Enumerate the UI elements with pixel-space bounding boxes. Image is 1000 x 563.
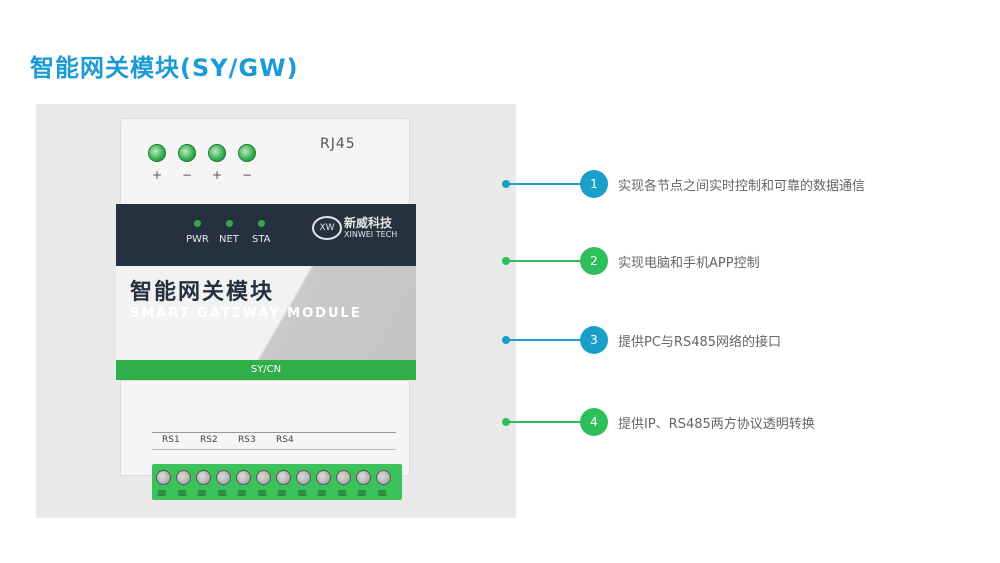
terminal-slot [198, 490, 206, 496]
terminal-group-label: RS1 [162, 435, 180, 445]
page-title: 智能网关模块(SY/GW) [30, 54, 299, 82]
brand-name-cn: 新威科技 [344, 216, 393, 230]
device-label-area: 智能网关模块 SMART GATEWAY MODULE [116, 266, 416, 360]
led-label-net: NET [219, 234, 239, 245]
led-label-pwr: PWR [186, 234, 209, 245]
connector-dot [502, 180, 510, 188]
feature-text: 提供IP、RS485两方协议透明转换 [618, 417, 815, 432]
terminal-slot [158, 490, 166, 496]
terminal-slot [258, 490, 266, 496]
feature-item: 3 提供PC与RS485网络的接口 [500, 325, 980, 355]
terminal-pin-row [152, 449, 396, 460]
polarity-label: + [152, 168, 163, 182]
feature-number-badge: 1 [580, 170, 608, 198]
feature-number-badge: 4 [580, 408, 608, 436]
device-green-band: SY/CN [116, 360, 416, 380]
terminal-slot [178, 490, 186, 496]
power-terminal-screw [148, 144, 166, 162]
device-top-housing: + − + − RJ45 [120, 118, 410, 214]
brand-name-en: XINWEI TECH [344, 230, 398, 239]
terminal-screw [216, 470, 231, 485]
terminal-screw [256, 470, 271, 485]
rs485-terminal-block [152, 464, 402, 500]
terminal-slot [298, 490, 306, 496]
feature-item: 1 实现各节点之间实时控制和可靠的数据通信 [500, 169, 980, 199]
product-photo: + − + − RJ45 PWR NET STA XW 新威科技 XINWEI … [36, 104, 516, 518]
polarity-label: − [242, 168, 253, 182]
connector-line [508, 421, 586, 423]
terminal-screw [336, 470, 351, 485]
device-front-panel: PWR NET STA XW 新威科技 XINWEI TECH [116, 204, 416, 266]
terminal-group-label: RS4 [276, 435, 294, 445]
device-bottom-housing: RS1 RS2 RS3 RS4 [120, 380, 410, 476]
terminal-slot [358, 490, 366, 496]
terminal-screw [176, 470, 191, 485]
product-name-cn: 智能网关模块 [130, 280, 275, 305]
feature-item: 2 实现电脑和手机APP控制 [500, 246, 980, 276]
feature-text: 实现电脑和手机APP控制 [618, 256, 760, 271]
terminal-slot [238, 490, 246, 496]
terminal-group-label: RS2 [200, 435, 218, 445]
terminal-slot [318, 490, 326, 496]
terminal-screw [296, 470, 311, 485]
terminal-screw [236, 470, 251, 485]
pwr-led [194, 220, 201, 227]
rj45-label: RJ45 [320, 136, 356, 152]
feature-text: 实现各节点之间实时控制和可靠的数据通信 [618, 179, 866, 194]
terminal-slot [278, 490, 286, 496]
power-terminal-screw [178, 144, 196, 162]
terminal-screw [316, 470, 331, 485]
brand-logo: XW [312, 216, 342, 240]
connector-line [508, 260, 586, 262]
terminal-screw [196, 470, 211, 485]
connector-line [508, 339, 586, 341]
polarity-label: − [182, 168, 193, 182]
connector-dot [502, 418, 510, 426]
sta-led [258, 220, 265, 227]
power-terminal-screw [238, 144, 256, 162]
feature-number-badge: 3 [580, 326, 608, 354]
terminal-screw [156, 470, 171, 485]
power-terminal-screw [208, 144, 226, 162]
terminal-label-table: RS1 RS2 RS3 RS4 [152, 432, 396, 461]
terminal-screw [276, 470, 291, 485]
feature-text: 提供PC与RS485网络的接口 [618, 335, 782, 350]
feature-number-badge: 2 [580, 247, 608, 275]
connector-dot [502, 336, 510, 344]
connector-line [508, 183, 586, 185]
terminal-group-label: RS3 [238, 435, 256, 445]
feature-item: 4 提供IP、RS485两方协议透明转换 [500, 407, 980, 437]
led-label-sta: STA [252, 234, 271, 245]
terminal-slot [338, 490, 346, 496]
polarity-label: + [212, 168, 223, 182]
net-led [226, 220, 233, 227]
product-name-en: SMART GATEWAY MODULE [130, 306, 362, 321]
connector-dot [502, 257, 510, 265]
terminal-screw [356, 470, 371, 485]
terminal-slot [218, 490, 226, 496]
terminal-slot [378, 490, 386, 496]
terminal-screw [376, 470, 391, 485]
